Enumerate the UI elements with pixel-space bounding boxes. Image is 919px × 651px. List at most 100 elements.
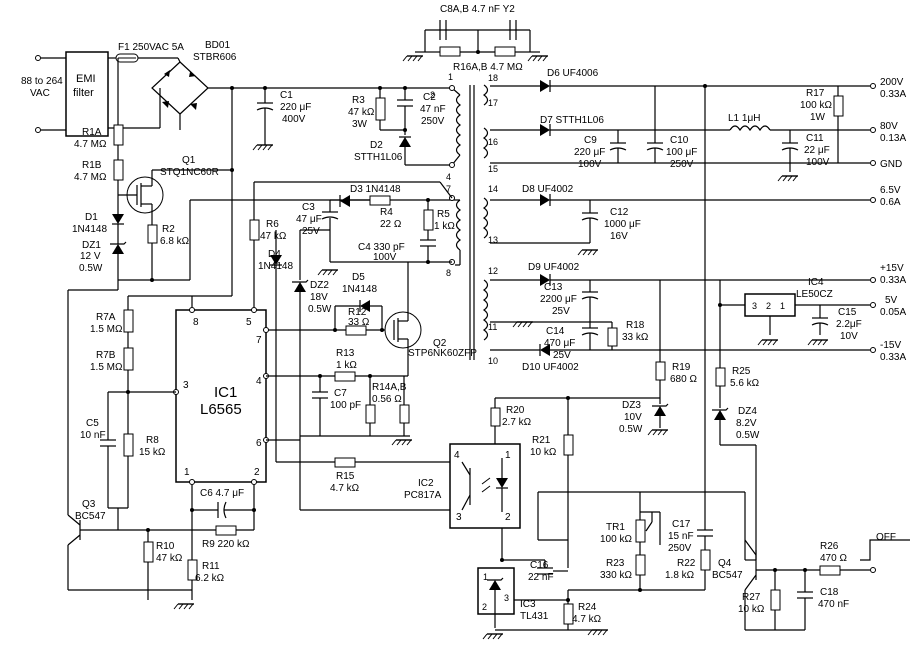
r15-ref: R15 bbox=[336, 471, 355, 482]
q1-ref: Q1 bbox=[182, 155, 196, 166]
ic3-pin2: 2 bbox=[482, 602, 487, 612]
r26-value: 470 Ω bbox=[820, 553, 847, 564]
tl431-stage: C16 22 nF 1 2 3 IC3 TL431 R24 4.7 kΩ bbox=[477, 528, 609, 640]
r18-ref: R18 bbox=[626, 320, 645, 331]
ic4-pin1: 1 bbox=[780, 301, 785, 311]
ic2-optocoupler: 4 1 3 2 IC2 PC817A bbox=[404, 443, 521, 529]
r7a-ref: R7A bbox=[96, 312, 116, 323]
c18-value: 470 nF bbox=[818, 599, 849, 610]
r12-value: 33 Ω bbox=[348, 317, 370, 328]
tp13: 13 bbox=[488, 235, 498, 245]
r24-value: 4.7 kΩ bbox=[572, 614, 602, 625]
tp12: 12 bbox=[488, 266, 498, 276]
r24-ref: R24 bbox=[578, 602, 597, 613]
r23-ref: R23 bbox=[606, 558, 625, 569]
c17-rating: 250V bbox=[668, 543, 692, 554]
r1b-ref: R1B bbox=[82, 160, 102, 171]
tp11: 11 bbox=[488, 322, 497, 332]
r14-value: 0.56 Ω bbox=[372, 394, 402, 405]
c1-value: 220 μF bbox=[280, 102, 311, 113]
ic1-pin6: 6 bbox=[256, 438, 262, 449]
ic2-pin4: 4 bbox=[454, 450, 460, 461]
d3-label: D3 1N4148 bbox=[350, 184, 401, 195]
q2-ref: Q2 bbox=[433, 338, 447, 349]
r17-rating: 1W bbox=[810, 112, 826, 123]
r13-value: 1 kΩ bbox=[336, 360, 357, 371]
r20-value: 2.7 kΩ bbox=[502, 417, 532, 428]
c3-rating: 25V bbox=[302, 226, 320, 237]
tp2: 2 bbox=[430, 90, 435, 100]
ic4-pin2: 2 bbox=[766, 301, 771, 311]
r27-ref: R27 bbox=[742, 592, 761, 603]
r22-ref: R22 bbox=[677, 558, 696, 569]
r2-ref: R2 bbox=[162, 224, 175, 235]
soft-start: C6 4.7 μF R9 220 kΩ R11 6.2 kΩ R10 47 kΩ… bbox=[67, 280, 256, 610]
r2-value: 6.8 kΩ bbox=[160, 236, 190, 247]
ic1-pin2: 2 bbox=[254, 467, 260, 478]
tp16: 16 bbox=[488, 137, 498, 147]
ic2-ref: IC2 bbox=[418, 478, 434, 489]
dz1-ref: DZ1 bbox=[82, 240, 101, 251]
ic2-pin1: 1 bbox=[505, 450, 511, 461]
output-6v5: D8 UF4002 C12 1000 μF 16V bbox=[490, 184, 870, 256]
c10-value: 100 μF bbox=[666, 147, 697, 158]
c11-ref: C11 bbox=[806, 133, 824, 144]
output-pm15: D9 UF4002 C13 2200 μF 25V C14 470 μF 25V… bbox=[490, 262, 870, 373]
r25-value: 5.6 kΩ bbox=[730, 378, 760, 389]
r15-value: 4.7 kΩ bbox=[330, 483, 360, 494]
r10-ref: R10 bbox=[156, 541, 175, 552]
r21-value: 10 kΩ bbox=[530, 447, 557, 458]
out-5v: 5V bbox=[885, 295, 898, 306]
r22-value: 1.8 kΩ bbox=[665, 570, 695, 581]
ic3-pin3: 3 bbox=[504, 593, 509, 603]
c4-rating: 100V bbox=[373, 252, 397, 263]
ic1-pin5: 5 bbox=[246, 317, 252, 328]
r18-value: 33 kΩ bbox=[622, 332, 649, 343]
r1a-value: 4.7 MΩ bbox=[74, 139, 107, 150]
r3-ref: R3 bbox=[352, 95, 365, 106]
ic4-regulator: 3 2 1 IC4 LE50CZ C15 2.2μF 10V bbox=[718, 277, 870, 346]
ic1: IC1 L6565 8 5 7 4 3 6 1 2 bbox=[173, 295, 408, 485]
d1-part: 1N4148 bbox=[72, 224, 107, 235]
r9-label: R9 220 kΩ bbox=[202, 539, 250, 550]
dz3-rating: 0.5W bbox=[619, 424, 643, 435]
voltage-divider: C17 15 nF 250V R22 1.8 kΩ TR1 100 kΩ R23… bbox=[537, 84, 746, 592]
q1-part: STQ1NC60R bbox=[160, 167, 219, 178]
r14-ref: R14A,B bbox=[372, 382, 407, 393]
c15-ref: C15 bbox=[838, 307, 857, 318]
r6-value: 47 kΩ bbox=[260, 231, 287, 242]
ic1-part: L6565 bbox=[200, 401, 242, 418]
off-control: Q4 BC547 R26 470 Ω OFF R27 10 kΩ C18 470… bbox=[712, 520, 910, 631]
tp15: 15 bbox=[488, 164, 498, 174]
tp17: 17 bbox=[488, 98, 498, 108]
snubber: R3 47 kΩ 3W C2 47 nF 250V D2 STTH1L06 bbox=[348, 88, 452, 166]
c10-rating: 250V bbox=[670, 159, 694, 170]
c5-ref: C5 bbox=[86, 418, 99, 429]
tp7: 7 bbox=[446, 184, 451, 194]
c13-ref: C13 bbox=[544, 282, 563, 293]
c15-value: 2.2μF bbox=[836, 319, 862, 330]
dz1-rating: 0.5W bbox=[79, 263, 103, 274]
d4-ref: D4 bbox=[268, 249, 281, 260]
off-label: OFF bbox=[876, 532, 896, 543]
tp8: 8 bbox=[446, 268, 451, 278]
input-label-2: VAC bbox=[30, 88, 50, 99]
out-5v-i: 0.05A bbox=[880, 307, 906, 318]
ic4-part: LE50CZ bbox=[796, 289, 833, 300]
tp14: 14 bbox=[488, 184, 498, 194]
ic4-ref: IC4 bbox=[808, 277, 824, 288]
capacitor-c1: C1 220 μF 400V bbox=[252, 88, 311, 151]
c13-value: 2200 μF bbox=[540, 294, 577, 305]
ac-input: 88 to 264 VAC bbox=[21, 55, 66, 133]
dz3-value: 10V bbox=[624, 412, 642, 423]
q4-ref: Q4 bbox=[718, 558, 732, 569]
r19-ref: R19 bbox=[672, 362, 691, 373]
ic1-pin3: 3 bbox=[183, 380, 189, 391]
emi-line1: EMI bbox=[76, 73, 96, 85]
c7-ref: C7 bbox=[334, 388, 347, 399]
d6-label: D6 UF4006 bbox=[547, 68, 599, 79]
c12-value: 1000 μF bbox=[604, 219, 641, 230]
out-15v-i: 0.33A bbox=[880, 275, 906, 286]
out-80v: 80V bbox=[880, 121, 898, 132]
